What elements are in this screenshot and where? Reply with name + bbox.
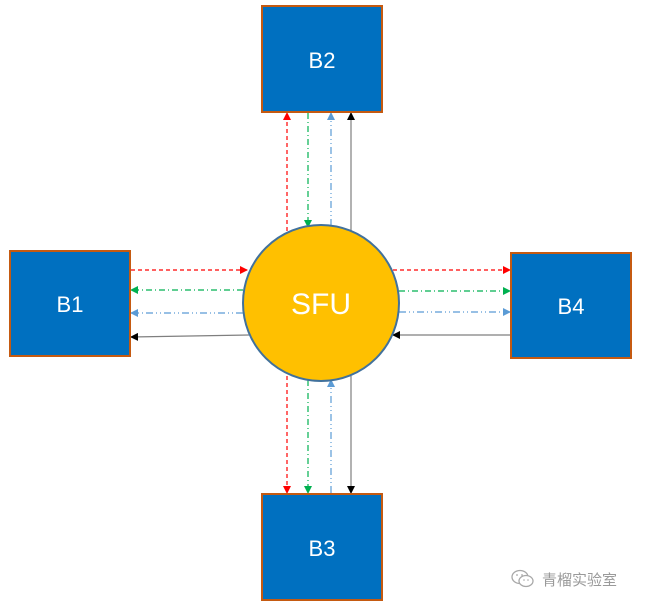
node-b1-label: B1 bbox=[57, 292, 84, 317]
edges-layer bbox=[130, 112, 511, 494]
node-b4: B4 bbox=[510, 252, 632, 359]
node-b2: B2 bbox=[261, 5, 383, 113]
watermark-text: 青榴实验室 bbox=[542, 570, 618, 589]
node-b2-label: B2 bbox=[309, 48, 336, 73]
node-b1: B1 bbox=[9, 250, 131, 357]
node-b3-label: B3 bbox=[309, 536, 336, 561]
watermark: 青榴实验室 bbox=[510, 568, 617, 590]
node-b4-label: B4 bbox=[558, 294, 585, 319]
edge-black-sfu-to-b1 bbox=[130, 332, 250, 341]
wechat-icon bbox=[511, 569, 534, 588]
node-sfu: SFU bbox=[242, 224, 400, 382]
node-b3: B3 bbox=[261, 493, 383, 601]
node-sfu-label: SFU bbox=[291, 288, 351, 321]
